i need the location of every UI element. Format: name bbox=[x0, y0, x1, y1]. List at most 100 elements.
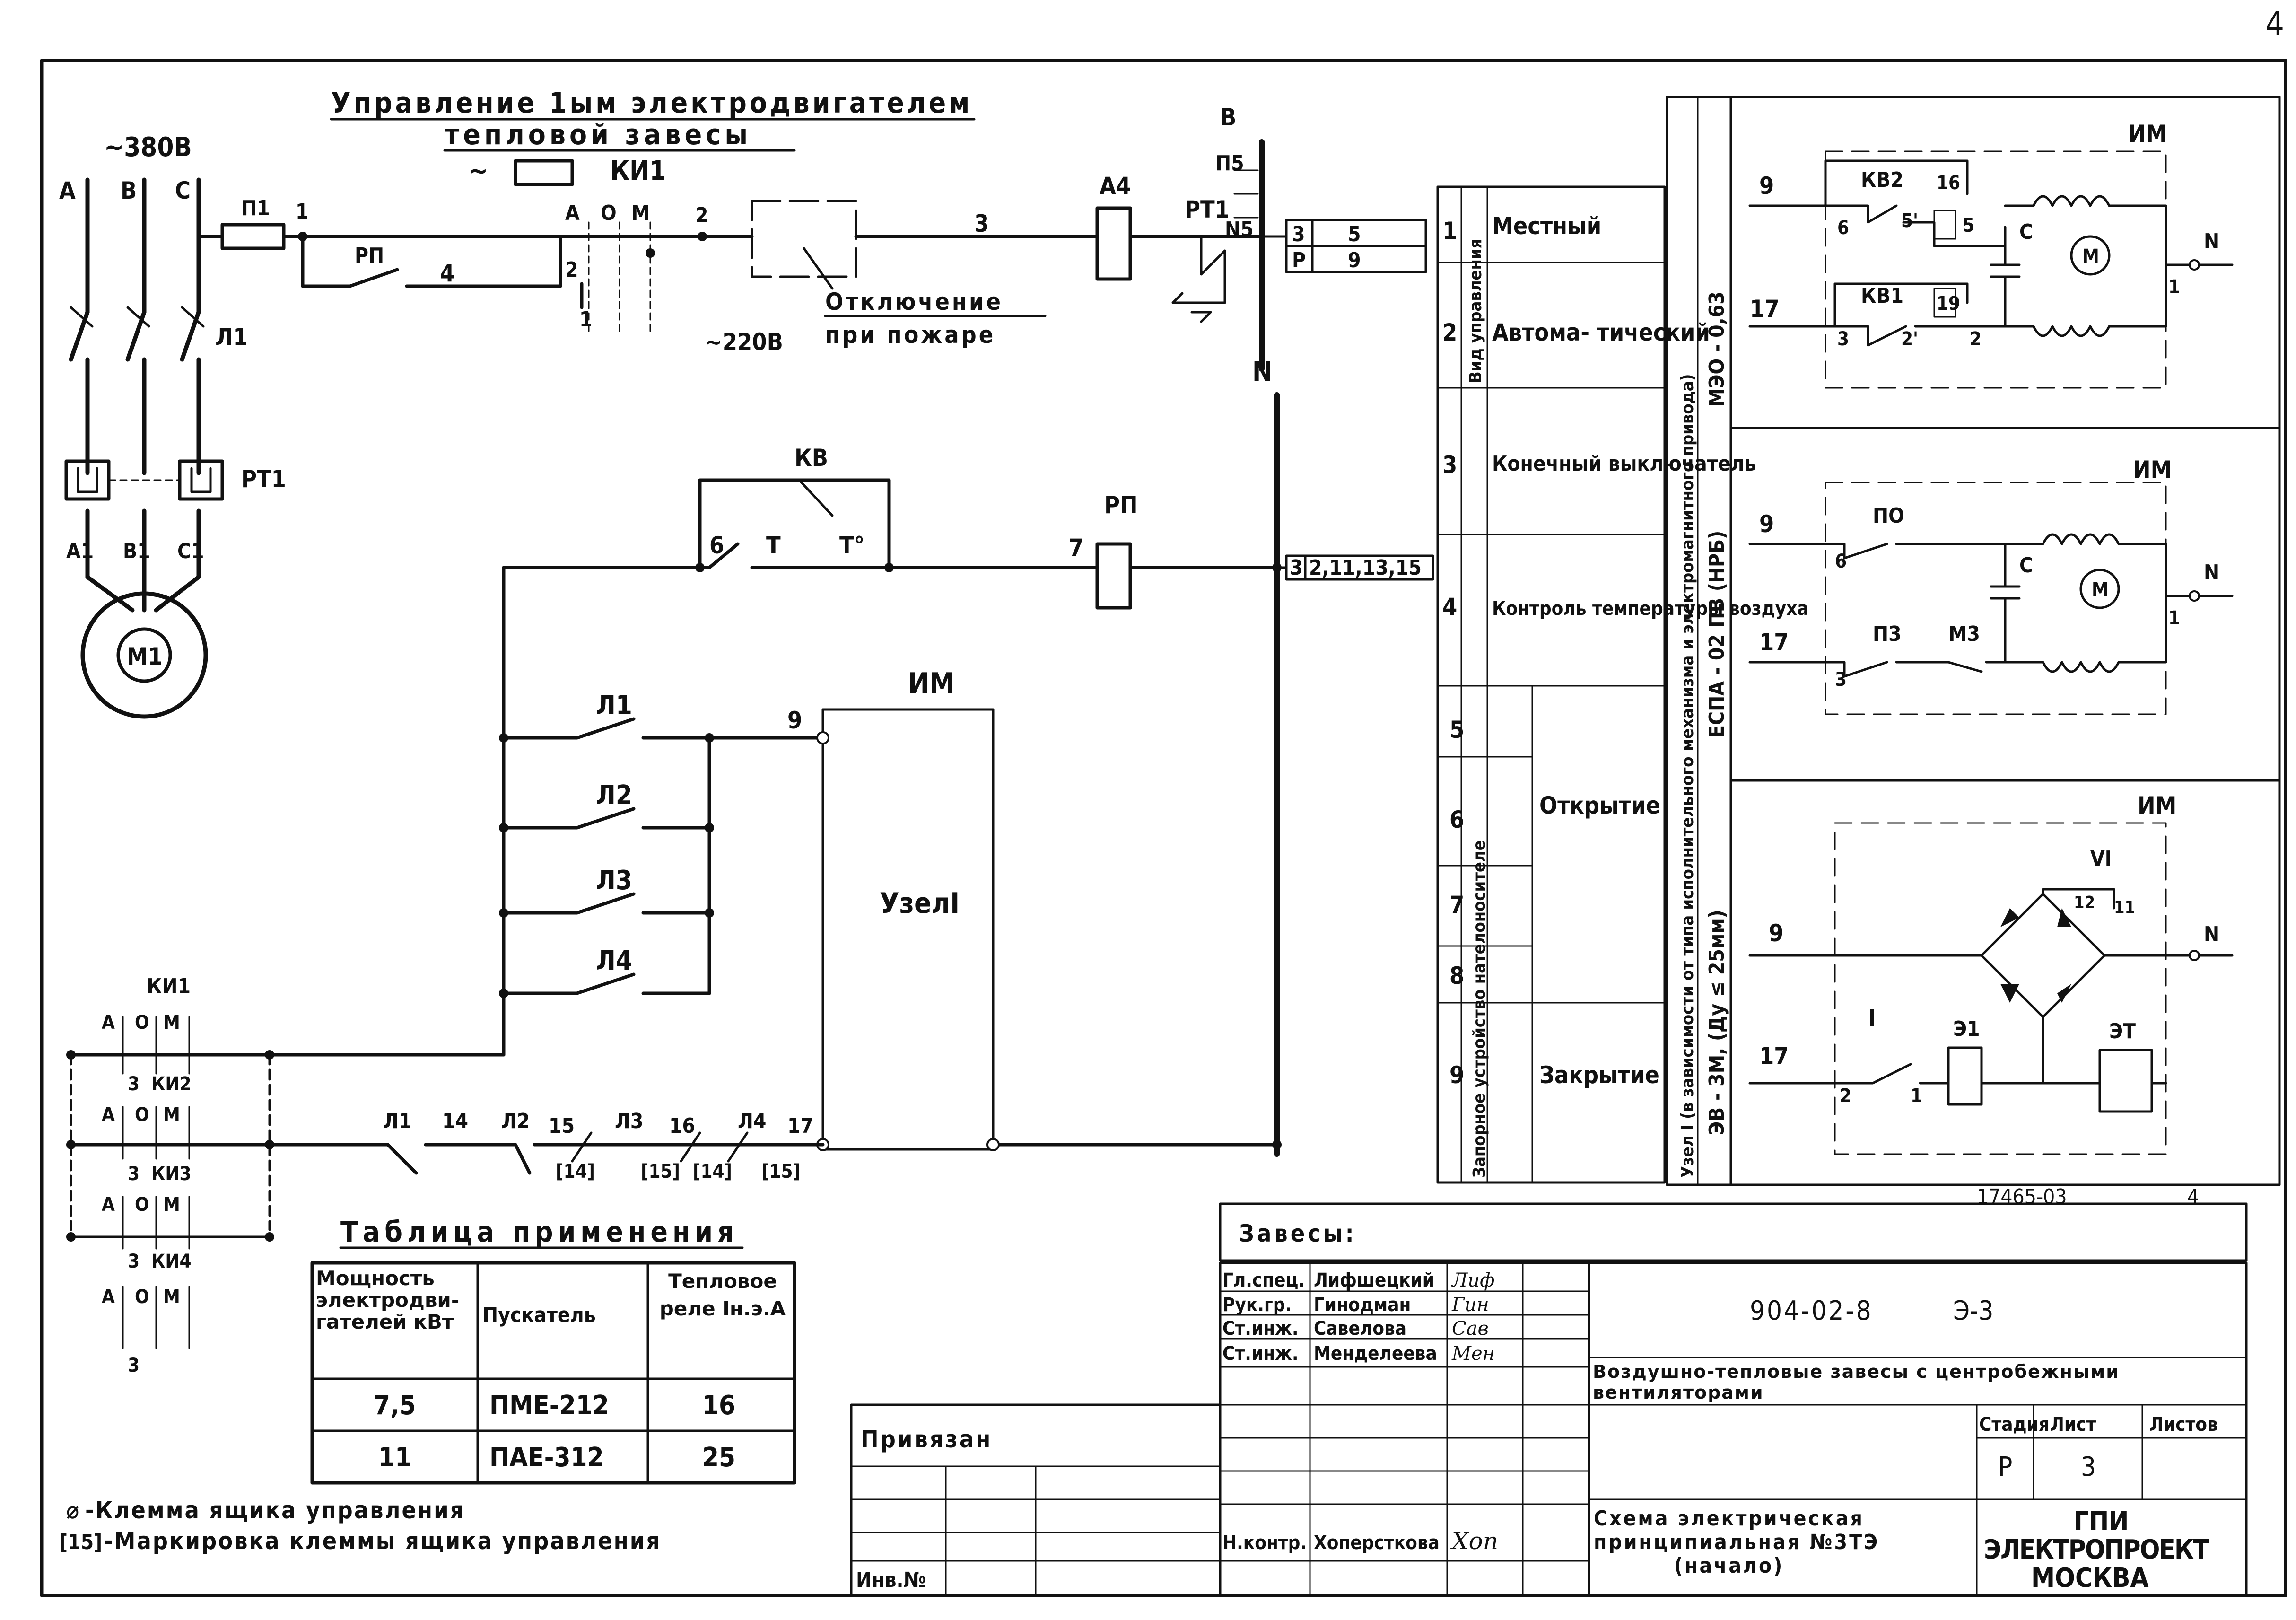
ki2-stack-label: КИ2 bbox=[151, 1073, 192, 1095]
rp-coil-label: РП bbox=[1104, 491, 1138, 519]
nkontr-role: Н.контр. bbox=[1222, 1532, 1307, 1554]
signature-3: Сав bbox=[1452, 1318, 1489, 1340]
p1-3: 3 bbox=[1837, 328, 1849, 350]
drawing-title-2: принципиальная №3ТЭ bbox=[1594, 1530, 1879, 1554]
a4-relay-coil bbox=[1095, 206, 1132, 281]
legend-2-text: -Маркировка клеммы ящика управления bbox=[104, 1527, 661, 1555]
p1-19: 19 bbox=[1937, 293, 1960, 315]
p1-2a: 2' bbox=[1901, 328, 1918, 350]
uzel-p1-label: МЭО - 0,63 bbox=[1705, 291, 1729, 407]
valve-side: Запорное устройство нателоносителе bbox=[1470, 840, 1489, 1178]
p1-5: 5 bbox=[1963, 215, 1974, 236]
p1-kv1: КВ1 bbox=[1861, 284, 1903, 308]
row-5-num: 5 bbox=[1449, 716, 1464, 744]
ki1-o: О bbox=[135, 1012, 149, 1033]
box-9-label: 9 bbox=[1348, 248, 1361, 272]
switch-m-label: М bbox=[631, 201, 650, 225]
p3-e1: Э1 bbox=[1953, 1017, 1980, 1041]
p1-17: 17 bbox=[1750, 295, 1780, 323]
p3-9: 9 bbox=[1769, 919, 1783, 947]
p3-im: ИМ bbox=[2138, 792, 2176, 819]
inv-label: Инв.№ bbox=[856, 1568, 926, 1592]
stage-value: Р bbox=[1998, 1452, 2012, 1482]
p1-m: М bbox=[2082, 245, 2099, 267]
p1-one: 1 bbox=[2168, 276, 2180, 298]
l1-contacts-label: Л1 bbox=[215, 324, 248, 351]
node-1-label: 1 bbox=[296, 200, 309, 224]
app-r1-power: 7,5 bbox=[374, 1390, 416, 1421]
zavesy-label: Завесы: bbox=[1239, 1220, 1357, 1247]
ki1-stack-label: КИ1 bbox=[147, 974, 191, 998]
n5-label: N5 bbox=[1225, 218, 1254, 242]
node-7-label: 7 bbox=[1069, 534, 1083, 561]
p3-1: 1 bbox=[1911, 1085, 1922, 1107]
uzel-1-block bbox=[821, 708, 995, 1151]
power-circuit: ~380В А В С Л1 РТ1 А1 В1 С1 М1 bbox=[59, 132, 286, 719]
v1-terminal: В1 bbox=[123, 539, 150, 563]
p1-2: 2 bbox=[1970, 328, 1982, 350]
ki1-m: М bbox=[163, 1012, 180, 1033]
p3-11: 11 bbox=[2114, 898, 2135, 917]
node-3-label: 3 bbox=[974, 210, 989, 237]
phase-c-label: С bbox=[175, 177, 191, 204]
wire-4-label: 4 bbox=[440, 260, 454, 287]
row-6-num: 6 bbox=[1449, 806, 1464, 833]
p1-im: ИМ bbox=[2128, 120, 2167, 148]
phase-b-label: В bbox=[121, 177, 137, 204]
p3-et-coil bbox=[2098, 1049, 2153, 1113]
title-line-2: тепловой завесы bbox=[445, 118, 751, 151]
ki4-o: О bbox=[135, 1286, 149, 1308]
doc-code: 17465-03 bbox=[1977, 1185, 2067, 1209]
p1-kv2: КВ2 bbox=[1861, 168, 1903, 192]
p2-po: ПО bbox=[1873, 504, 1904, 528]
t-left-label: Т bbox=[766, 532, 781, 559]
box-3-label: 3 bbox=[1292, 222, 1305, 246]
term-14b: [14] bbox=[693, 1161, 732, 1182]
l1-contact-label: Л1 bbox=[596, 690, 632, 721]
p3-et: ЭТ bbox=[2109, 1019, 2136, 1043]
name-3: Савелова bbox=[1314, 1318, 1406, 1340]
org-line-3: МОСКВА bbox=[2031, 1563, 2149, 1594]
stage-header: Стадия bbox=[1979, 1414, 2050, 1436]
ki2-o: О bbox=[135, 1104, 149, 1126]
row-9-num: 9 bbox=[1449, 1061, 1464, 1089]
p2-im: ИМ bbox=[2133, 456, 2172, 483]
term-14a: [14] bbox=[556, 1161, 595, 1182]
row-3-num: 3 bbox=[1442, 451, 1457, 479]
fire-shutdown-block bbox=[751, 200, 857, 278]
nkontr-signature: Хоп bbox=[1450, 1527, 1498, 1555]
fuse-p1 bbox=[220, 223, 286, 250]
role-1: Гл.спец. bbox=[1222, 1270, 1305, 1291]
p1-16: 16 bbox=[1937, 172, 1960, 194]
row-7-num: 7 bbox=[1449, 891, 1464, 919]
p2-c: С bbox=[2019, 553, 2033, 578]
on-fire-label: при пожаре bbox=[825, 321, 995, 349]
p1-5a: 5' bbox=[1901, 210, 1918, 232]
box-p-label: Р bbox=[1292, 248, 1306, 272]
phase-a-label: А bbox=[59, 177, 76, 204]
p3-n: N bbox=[2204, 922, 2219, 946]
role-4: Ст.инж. bbox=[1222, 1343, 1299, 1365]
legend: ⌀ -Клемма ящика управления [15] -Маркиро… bbox=[59, 1497, 661, 1555]
p1-9: 9 bbox=[1759, 172, 1774, 200]
p3-i: I bbox=[1868, 1005, 1876, 1032]
name-4: Менделеева bbox=[1314, 1343, 1437, 1365]
node-6-label: 6 bbox=[709, 532, 724, 559]
switch-a-label: А bbox=[565, 201, 580, 225]
legend-1-text: -Клемма ящика управления bbox=[85, 1497, 465, 1524]
drawing-title-3: (начало) bbox=[1674, 1554, 1784, 1578]
n-bus-label: N bbox=[1252, 357, 1272, 387]
chain-14: 14 bbox=[442, 1109, 468, 1133]
p2-6: 6 bbox=[1835, 551, 1847, 572]
motor-m1-symbol bbox=[80, 591, 208, 719]
ki2-a: А bbox=[102, 1104, 115, 1126]
rp-coil bbox=[1095, 542, 1132, 610]
row-3-text: Конечный выключатель bbox=[1492, 452, 1756, 476]
p1-6: 6 bbox=[1837, 217, 1849, 239]
legend-1-symbol: ⌀ bbox=[66, 1497, 79, 1524]
uzel-panel-ev3m: ИМ 9 17 N VI 12 11 I 2 1 Э1 ЭТ bbox=[1729, 779, 2281, 1186]
title-block: Привязан Инв.№ Гл.спец. Рук.гр. Ст.инж. … bbox=[850, 1261, 2248, 1597]
motor-m1-label: М1 bbox=[127, 643, 163, 670]
zavesy-row bbox=[1219, 1202, 2248, 1262]
